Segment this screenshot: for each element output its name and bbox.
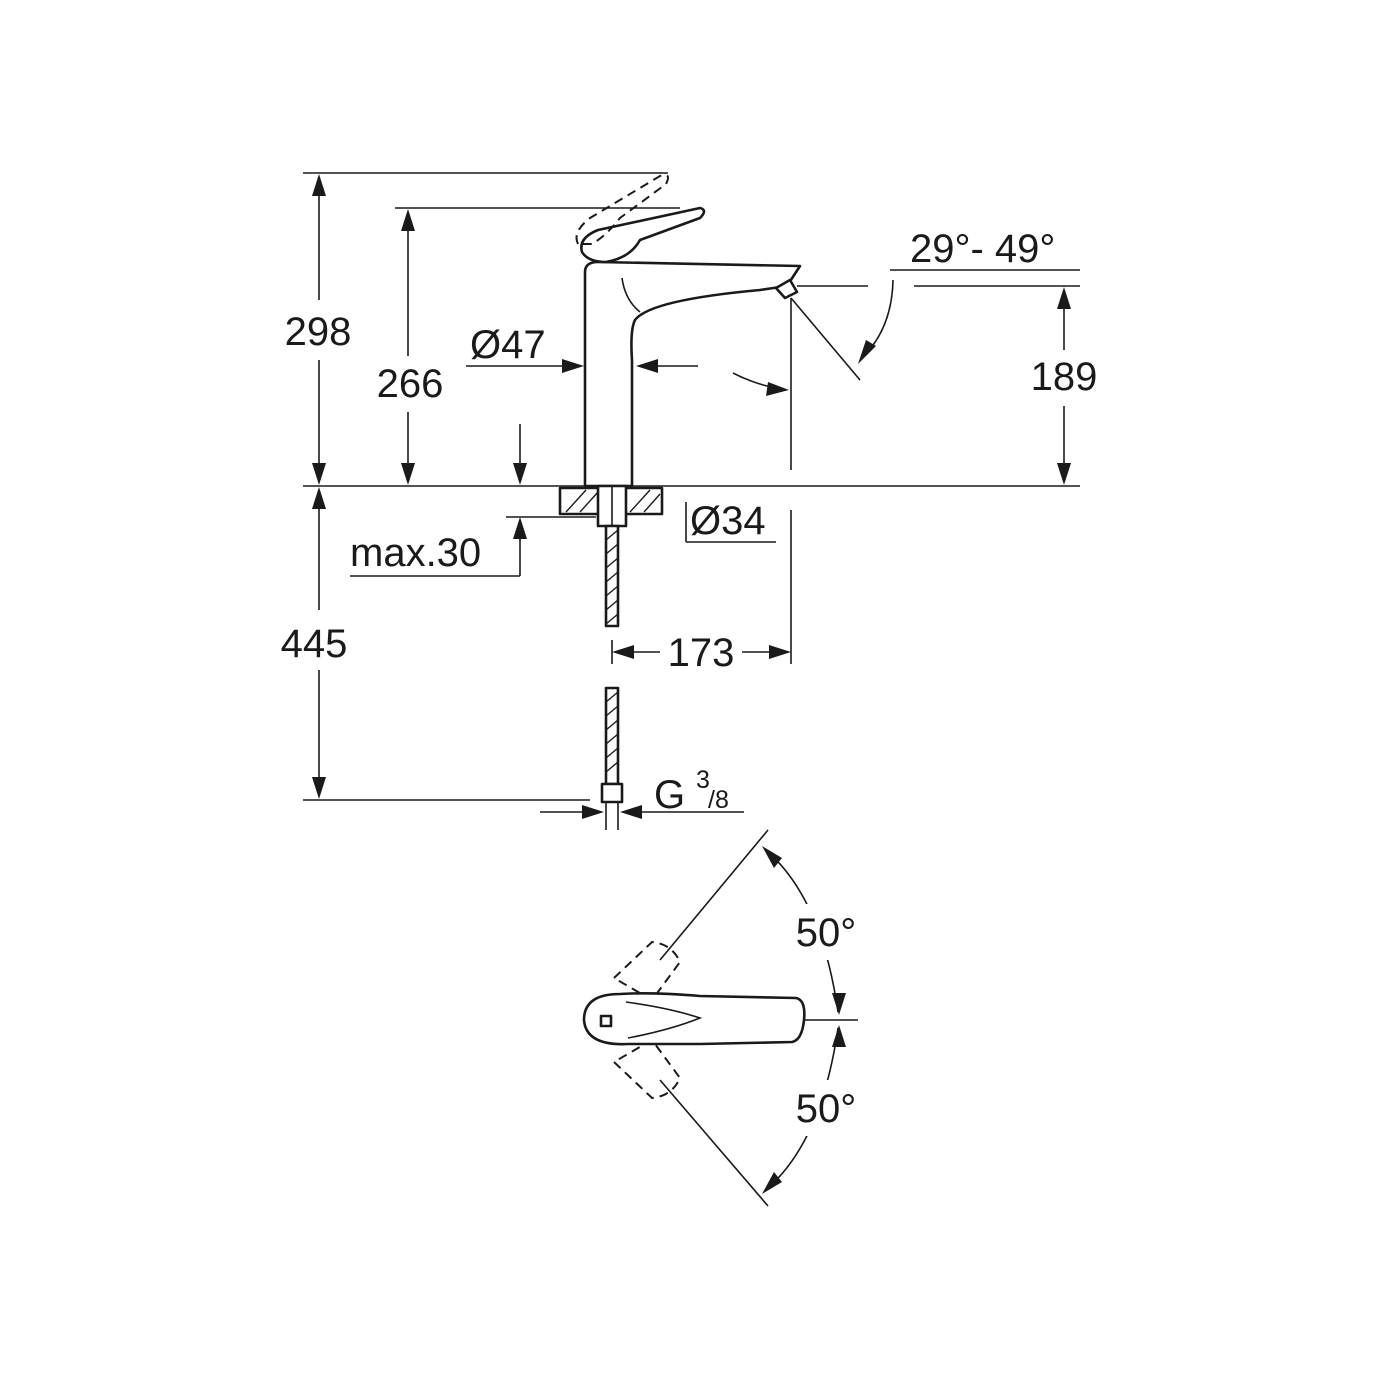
arrow-266-bottom (401, 463, 415, 485)
arrow-266-top (401, 209, 415, 231)
arrow-298-bottom (312, 463, 326, 485)
lever-open-position (575, 174, 669, 245)
tap-body-inner-curve (621, 277, 641, 313)
lever-top-left-position (612, 940, 682, 1002)
top-view: 50° 50° (582, 829, 868, 1207)
dim-445-label: 445 (281, 622, 348, 666)
rotation-down-label: 50° (796, 1087, 857, 1131)
rotation-line-lower (659, 1079, 769, 1207)
braided-hose (600, 524, 624, 830)
arrow-angle-arc (858, 340, 876, 364)
rotation-line-upper (659, 829, 769, 961)
dim-34-label: Ø34 (690, 499, 766, 543)
dim-298-label: 298 (285, 310, 352, 354)
dim-g-numerator: 3 (696, 766, 710, 794)
arrow-298-top (312, 174, 326, 196)
dim-g-denominator: /8 (708, 786, 729, 814)
arrow-small-arc (766, 382, 789, 396)
arrow-189-bottom (1057, 463, 1071, 485)
side-view: 298 266 Ø47 29°- 49° 189 (276, 172, 1108, 830)
dim-angle-label: 29°- 49° (910, 227, 1055, 271)
aerator (774, 278, 799, 300)
arrow-189-top (1057, 287, 1071, 309)
tap-body (583, 260, 802, 488)
lever-top-view-inner (625, 1001, 703, 1039)
rotation-up-label: 50° (796, 911, 857, 955)
arrow-47-left (562, 359, 584, 373)
dim-189-label: 189 (1031, 355, 1098, 399)
lever-top-view (582, 992, 806, 1046)
dim-266-label: 266 (377, 362, 444, 406)
lever-indicator (599, 1014, 613, 1028)
arrow-47-right (636, 359, 658, 373)
spout-angle-line (790, 297, 861, 381)
dim-max30-label: max.30 (350, 531, 481, 575)
dim-173-label: 173 (668, 631, 735, 675)
dim-g-label: G (654, 773, 685, 817)
dim-47-label: Ø47 (470, 323, 546, 367)
mounting-shank (558, 484, 664, 528)
lever-closed (580, 206, 706, 264)
lever-top-right-position (612, 1038, 682, 1100)
